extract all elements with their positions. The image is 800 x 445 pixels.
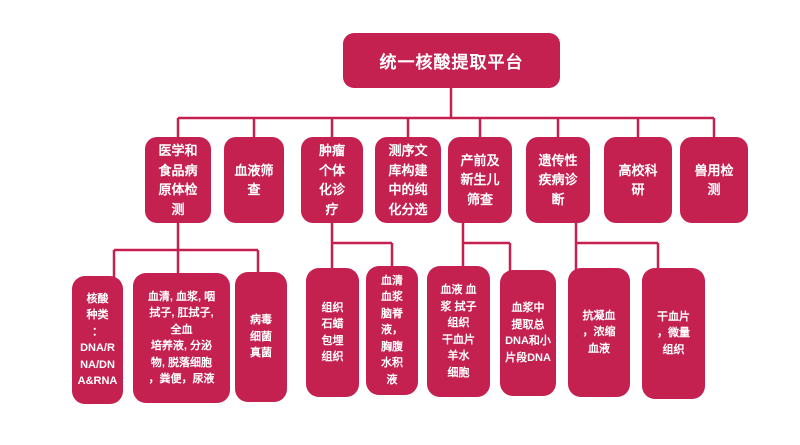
leaf-serum-plasma-swab-samples: 血清, 血浆, 咽 拭子, 肛拭子, 全血 培养液, 分泌 物, 脱落细胞 ，粪… bbox=[133, 273, 230, 403]
branch-sequencing-library-purification: 测序文 库构建 中的纯 化分选 bbox=[375, 137, 441, 223]
leaf-virus-bacteria-fungi: 病毒 细菌 真菌 bbox=[235, 272, 287, 402]
leaf-blood-plasma-swab-tissue-dbs-amniotic-cells: 血液 血 浆 拭子 组织 干血片 羊水 细胞 bbox=[427, 266, 490, 397]
branch-tumor-personalized-therapy: 肿瘤 个体 化诊 疗 bbox=[301, 137, 363, 223]
leaf-anticoagulated-concentrated-blood: 抗凝血 ，浓缩 血液 bbox=[568, 268, 630, 397]
leaf-serum-plasma-csf-effusion: 血清 血浆 脑脊 液， 胸腹 水积 液 bbox=[366, 266, 418, 395]
branch-blood-screening: 血液筛 查 bbox=[224, 137, 284, 223]
branch-veterinary-testing: 兽用检 测 bbox=[680, 137, 748, 223]
leaf-dried-blood-spot-micro-tissue: 干血片 ，微量 组织 bbox=[642, 268, 705, 399]
leaf-plasma-total-dna-small-fragment-dna: 血浆中 提取总 DNA和小 片段DNA bbox=[500, 270, 556, 396]
branch-university-research: 高校科 研 bbox=[604, 137, 672, 223]
branch-genetic-disease-diagnosis: 遗传性 疾病诊 断 bbox=[526, 137, 590, 223]
leaf-tissue-ffpe-tissue: 组织 石蜡 包埋 组织 bbox=[306, 268, 359, 397]
root-node-unified-nucleic-acid-platform: 统一核酸提取平台 bbox=[343, 33, 560, 88]
branch-prenatal-newborn-screening: 产前及 新生儿 筛查 bbox=[448, 137, 512, 223]
leaf-nucleic-acid-types: 核酸 种类 ： DNA/R NA/DN A&RNA bbox=[72, 276, 123, 404]
branch-medical-food-pathogen-testing: 医学和 食品病 原体检 测 bbox=[145, 137, 211, 223]
